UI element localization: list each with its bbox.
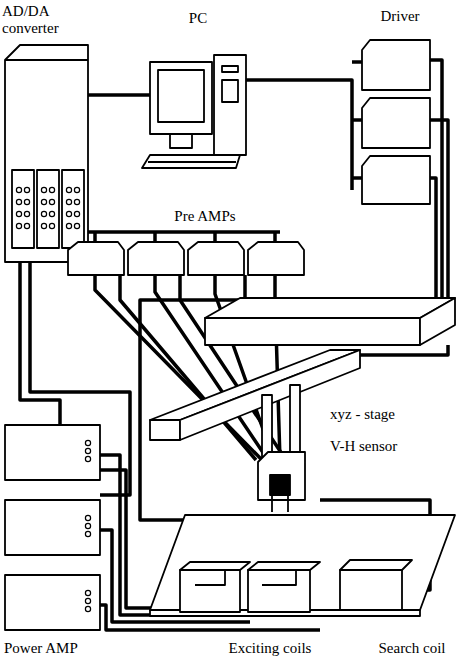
part-label: Driver	[360, 8, 440, 25]
knob-dot	[85, 590, 90, 595]
knob-dot	[85, 456, 90, 461]
part-label: V-H sensor	[330, 438, 460, 455]
knob-dot	[85, 606, 90, 611]
part-label: PC	[168, 10, 228, 27]
knob-dot	[85, 515, 90, 520]
knob-dot	[85, 598, 90, 603]
knob-dot	[85, 448, 90, 453]
knob-dot	[49, 223, 54, 228]
knob-dot	[24, 211, 29, 216]
knob-dot	[49, 199, 54, 204]
knob-dot	[85, 531, 90, 536]
part-label: Search coil	[363, 640, 461, 657]
knob-dot	[41, 211, 46, 216]
knob-dot	[24, 187, 29, 192]
equipment	[5, 40, 455, 630]
knob-dot	[16, 199, 21, 204]
knob-dot	[66, 223, 71, 228]
indicator-dots	[16, 187, 90, 611]
knob-dot	[49, 211, 54, 216]
part-label: Pre AMPs	[150, 208, 260, 225]
part-label: Exciting coils	[205, 640, 335, 657]
part-label: xyz - stage	[330, 406, 460, 423]
knob-dot	[16, 223, 21, 228]
knob-dot	[74, 199, 79, 204]
knob-dot	[74, 187, 79, 192]
knob-dot	[24, 199, 29, 204]
knob-dot	[74, 211, 79, 216]
knob-dot	[16, 211, 21, 216]
part-label: AD/DA converter	[2, 3, 72, 37]
knob-dot	[74, 223, 79, 228]
knob-dot	[41, 187, 46, 192]
knob-dot	[66, 187, 71, 192]
knob-dot	[41, 199, 46, 204]
knob-dot	[24, 223, 29, 228]
knob-dot	[85, 523, 90, 528]
knob-dot	[66, 211, 71, 216]
knob-dot	[85, 440, 90, 445]
knob-dot	[66, 199, 71, 204]
part-label: Power AMP	[4, 640, 114, 657]
knob-dot	[41, 223, 46, 228]
knob-dot	[16, 187, 21, 192]
knob-dot	[49, 187, 54, 192]
